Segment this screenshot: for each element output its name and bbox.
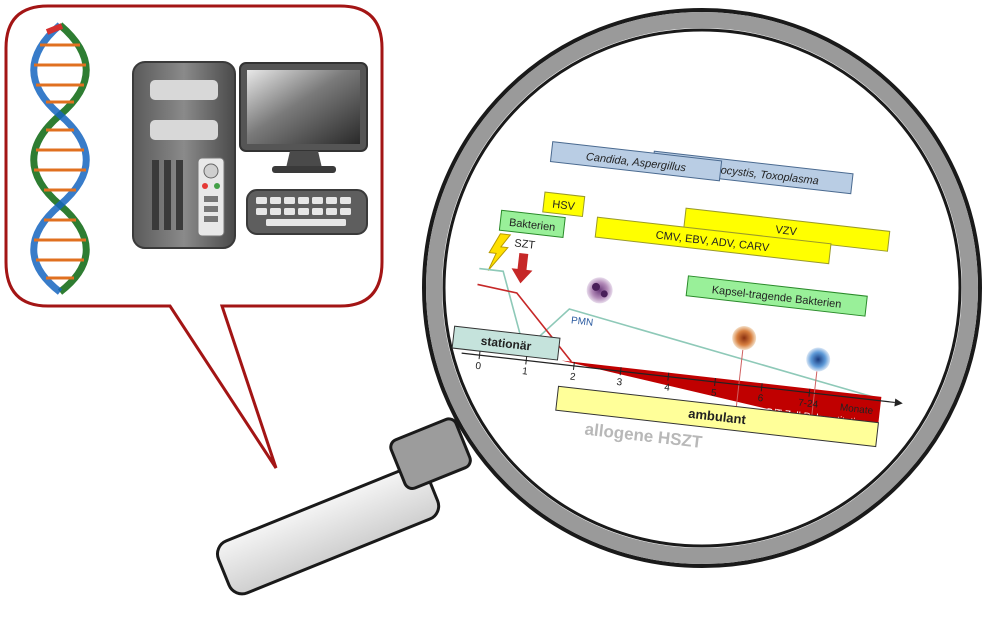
arrow-down-icon bbox=[511, 252, 533, 284]
lightning-icon bbox=[487, 233, 512, 271]
pathogen-box-candida bbox=[549, 141, 723, 182]
phase-inpatient bbox=[451, 325, 561, 361]
keyboard-icon bbox=[246, 189, 368, 235]
tick-label: 2 bbox=[569, 372, 576, 384]
tick-label: 5 bbox=[710, 388, 717, 400]
hsct-timeline-diagram: Pneumocystis, Toxoplasma Candida, Asperg… bbox=[451, 141, 903, 452]
pathogen-box-capsule-bacteria bbox=[685, 275, 868, 317]
tick-label: 7-24 bbox=[798, 398, 820, 411]
cell-icon bbox=[806, 347, 831, 372]
pathogen-label-bacteria: Bakterien bbox=[508, 217, 556, 234]
pathogen-box-bacteria bbox=[498, 209, 566, 238]
tick-label: 3 bbox=[616, 377, 623, 389]
phase-outpatient-label: ambulant bbox=[688, 406, 748, 428]
pathogen-label-hsv: HSV bbox=[552, 199, 576, 214]
szt-label: SZT bbox=[514, 237, 536, 251]
dna-helix-icon bbox=[30, 22, 90, 295]
tick-label: 1 bbox=[522, 366, 529, 378]
pmn-label: PMN bbox=[570, 315, 593, 328]
computer-tower-icon bbox=[132, 61, 236, 249]
tick-label: 4 bbox=[664, 382, 671, 394]
tick-label: 6 bbox=[757, 393, 764, 405]
time-axis bbox=[461, 352, 895, 404]
pathogen-box-hsv bbox=[542, 191, 586, 218]
tick-label: 0 bbox=[475, 361, 482, 373]
phase-outpatient bbox=[555, 385, 879, 448]
cell-icon bbox=[732, 325, 757, 350]
phase-inpatient-label: stationär bbox=[480, 334, 532, 354]
axis-arrowhead bbox=[894, 398, 903, 407]
monitor-icon bbox=[239, 62, 368, 173]
pathogen-box-viruses bbox=[594, 216, 832, 265]
pathogen-label-vzv: VZV bbox=[775, 224, 798, 238]
axis-unit-label: Monate bbox=[839, 402, 874, 417]
